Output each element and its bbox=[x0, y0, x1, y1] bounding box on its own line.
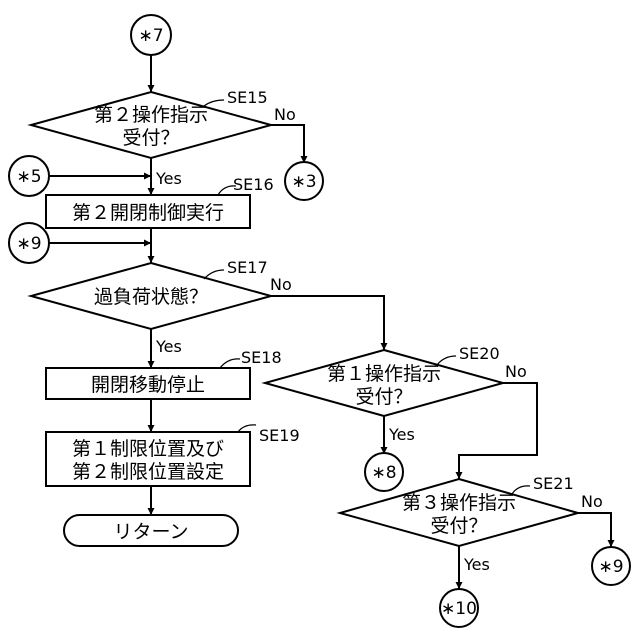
step-ref-se20: SE20 bbox=[459, 344, 500, 363]
connector-label: ∗5 bbox=[16, 167, 41, 187]
branch-label-se20-yes: Yes bbox=[388, 425, 415, 444]
decision-text-line2: 受付？ bbox=[355, 386, 412, 408]
step-ref-se17: SE17 bbox=[227, 258, 268, 277]
connector-c8-out: ∗8 bbox=[365, 453, 403, 491]
connector-label: ∗9 bbox=[598, 557, 623, 577]
branch-label-se15-no: No bbox=[274, 105, 296, 124]
branch-label-se17-yes: Yes bbox=[155, 337, 182, 356]
connector-c10-out: ∗10 bbox=[440, 589, 478, 627]
process-se19: 第１制限位置及び 第２制限位置設定 SE19 bbox=[46, 425, 300, 486]
connector-label: ∗7 bbox=[138, 26, 163, 46]
connector-label: ∗9 bbox=[16, 234, 41, 254]
decision-text-line1: 第２操作指示 bbox=[94, 104, 208, 126]
edge-se15-no bbox=[271, 125, 304, 163]
branch-label-se20-no: No bbox=[505, 362, 527, 381]
terminal-return: リターン bbox=[64, 515, 238, 546]
branch-label-se15-yes: Yes bbox=[155, 169, 182, 188]
branch-label-se21-no: No bbox=[581, 492, 603, 511]
connector-c7-top: ∗7 bbox=[131, 15, 171, 55]
edge-se20-no bbox=[459, 383, 537, 479]
step-ref-se21: SE21 bbox=[533, 474, 574, 493]
ref-leader bbox=[238, 425, 256, 432]
step-ref-se19: SE19 bbox=[259, 426, 300, 445]
process-text-line2: 第２制限位置設定 bbox=[72, 461, 224, 483]
branch-label-se21-yes: Yes bbox=[463, 555, 490, 574]
process-text-line1: 第１制限位置及び bbox=[72, 438, 224, 460]
connector-label: ∗10 bbox=[441, 599, 477, 619]
connector-c9-out: ∗9 bbox=[592, 547, 630, 585]
edge-se21-no bbox=[578, 513, 611, 547]
step-ref-se18: SE18 bbox=[241, 348, 282, 367]
connector-c5-in: ∗5 bbox=[9, 156, 49, 196]
decision-se15: 第２操作指示 受付？ SE15 bbox=[31, 88, 271, 158]
decision-text-line2: 受付？ bbox=[122, 127, 179, 149]
connector-c3-out: ∗3 bbox=[285, 162, 323, 200]
edge-se17-no bbox=[271, 296, 384, 350]
connector-label: ∗3 bbox=[291, 172, 316, 192]
terminal-text: リターン bbox=[113, 521, 188, 543]
process-text: 第２開閉制御実行 bbox=[72, 202, 224, 224]
branch-label-se17-no: No bbox=[270, 275, 292, 294]
process-text: 開閉移動停止 bbox=[91, 374, 205, 396]
decision-se20: 第１操作指示 受付？ SE20 bbox=[265, 344, 503, 416]
connector-c9-in: ∗9 bbox=[9, 223, 49, 263]
step-ref-se16: SE16 bbox=[233, 175, 274, 194]
decision-se17: 過負荷状態？ SE17 bbox=[31, 258, 271, 329]
decision-text-line1: 第１操作指示 bbox=[327, 363, 441, 385]
decision-text-line2: 受付？ bbox=[430, 515, 487, 537]
connector-label: ∗8 bbox=[371, 463, 396, 483]
ref-leader bbox=[220, 359, 240, 368]
step-ref-se15: SE15 bbox=[227, 88, 268, 107]
decision-text: 過負荷状態？ bbox=[94, 286, 208, 308]
decision-text-line1: 第３操作指示 bbox=[402, 492, 516, 514]
